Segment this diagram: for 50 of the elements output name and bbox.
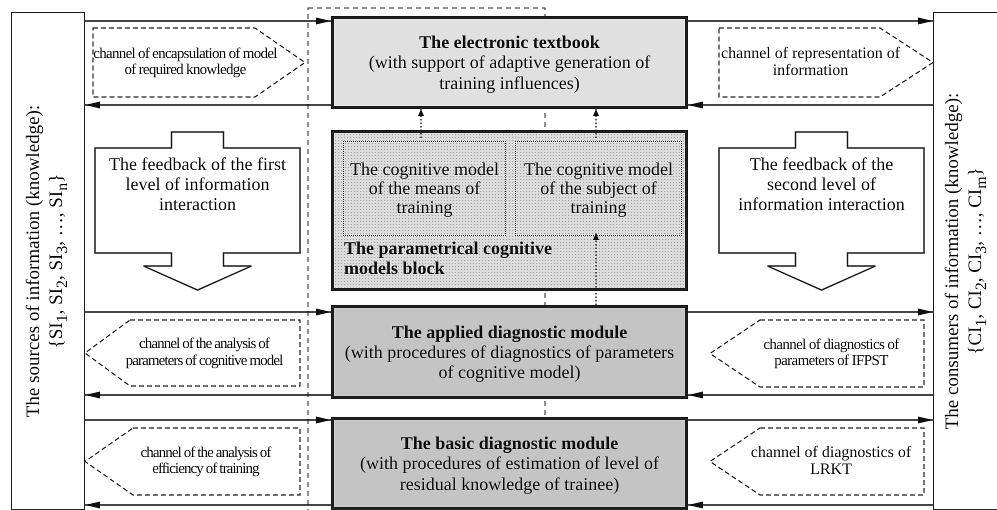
channel-label: channel of representation of information [720, 44, 902, 80]
feedback-label: The feedback of the first level of information interaction [108, 154, 287, 214]
arrow [688, 308, 933, 316]
module-box [331, 16, 688, 109]
module-description: (with support of adaptive generation of training influences) [368, 52, 652, 93]
channel-label: channel of the analysis of efficiency of training [140, 444, 272, 478]
side-panel [11, 12, 85, 510]
arrow [85, 18, 331, 24]
channel-label: channel of diagnostics of parameters of IFPST [762, 336, 900, 370]
channel-label: channel of the analysis of parameters of cognitive model [124, 336, 284, 370]
arrow [688, 18, 933, 24]
channel-arrow-shape [719, 28, 933, 97]
arrow [688, 102, 933, 108]
channel-arrow-shape [85, 320, 300, 386]
model-box [515, 141, 682, 236]
model-block [331, 130, 688, 291]
feedback-arrow-shape [95, 132, 300, 290]
model-box [343, 141, 506, 236]
dotted-arrow [418, 109, 424, 138]
feedback-label: The feedback of the second level of information interaction [737, 154, 906, 214]
channel-label: channel of diagnostics of LRKT [750, 444, 912, 480]
side-label: The sources of information (knowledge): [23, 104, 46, 420]
dotted-arrow [593, 109, 599, 138]
module-title: The applied diagnostic module [390, 322, 628, 342]
arrow [85, 392, 331, 398]
module-description: (with procedures of diagnostics of parameters of cognitive model) [344, 342, 676, 382]
dotted-arrow [593, 233, 599, 305]
side-panel [933, 12, 997, 510]
channel-arrow-shape [710, 428, 924, 495]
arrow [688, 416, 933, 424]
arrow [85, 502, 331, 508]
channel-arrow-shape [710, 320, 924, 387]
arrow [85, 102, 331, 108]
channel-arrow-shape [93, 28, 305, 97]
side-label: The consumers of information (knowledge): [942, 92, 964, 432]
channel-arrow-shape [85, 428, 300, 495]
module-title: The electronic textbook [418, 32, 601, 52]
module-description: (with procedures of estimation of level of residual knowledge of trainee) [359, 453, 660, 494]
channel-label: channel of encapsulation of model of required knowledge [93, 46, 277, 80]
model-label: The cognitive model of the means of training [349, 160, 500, 217]
arrow [85, 416, 331, 424]
model-label: The cognitive model of the subject of training [523, 160, 674, 217]
block-title: The parametrical cognitive models block [344, 238, 553, 278]
arrow [688, 502, 933, 508]
module-box [331, 305, 688, 399]
module-title: The basic diagnostic module [400, 433, 620, 454]
arrow [688, 392, 933, 398]
module-box [331, 417, 688, 510]
feedback-arrow-shape [719, 132, 924, 290]
arrow [85, 308, 331, 316]
